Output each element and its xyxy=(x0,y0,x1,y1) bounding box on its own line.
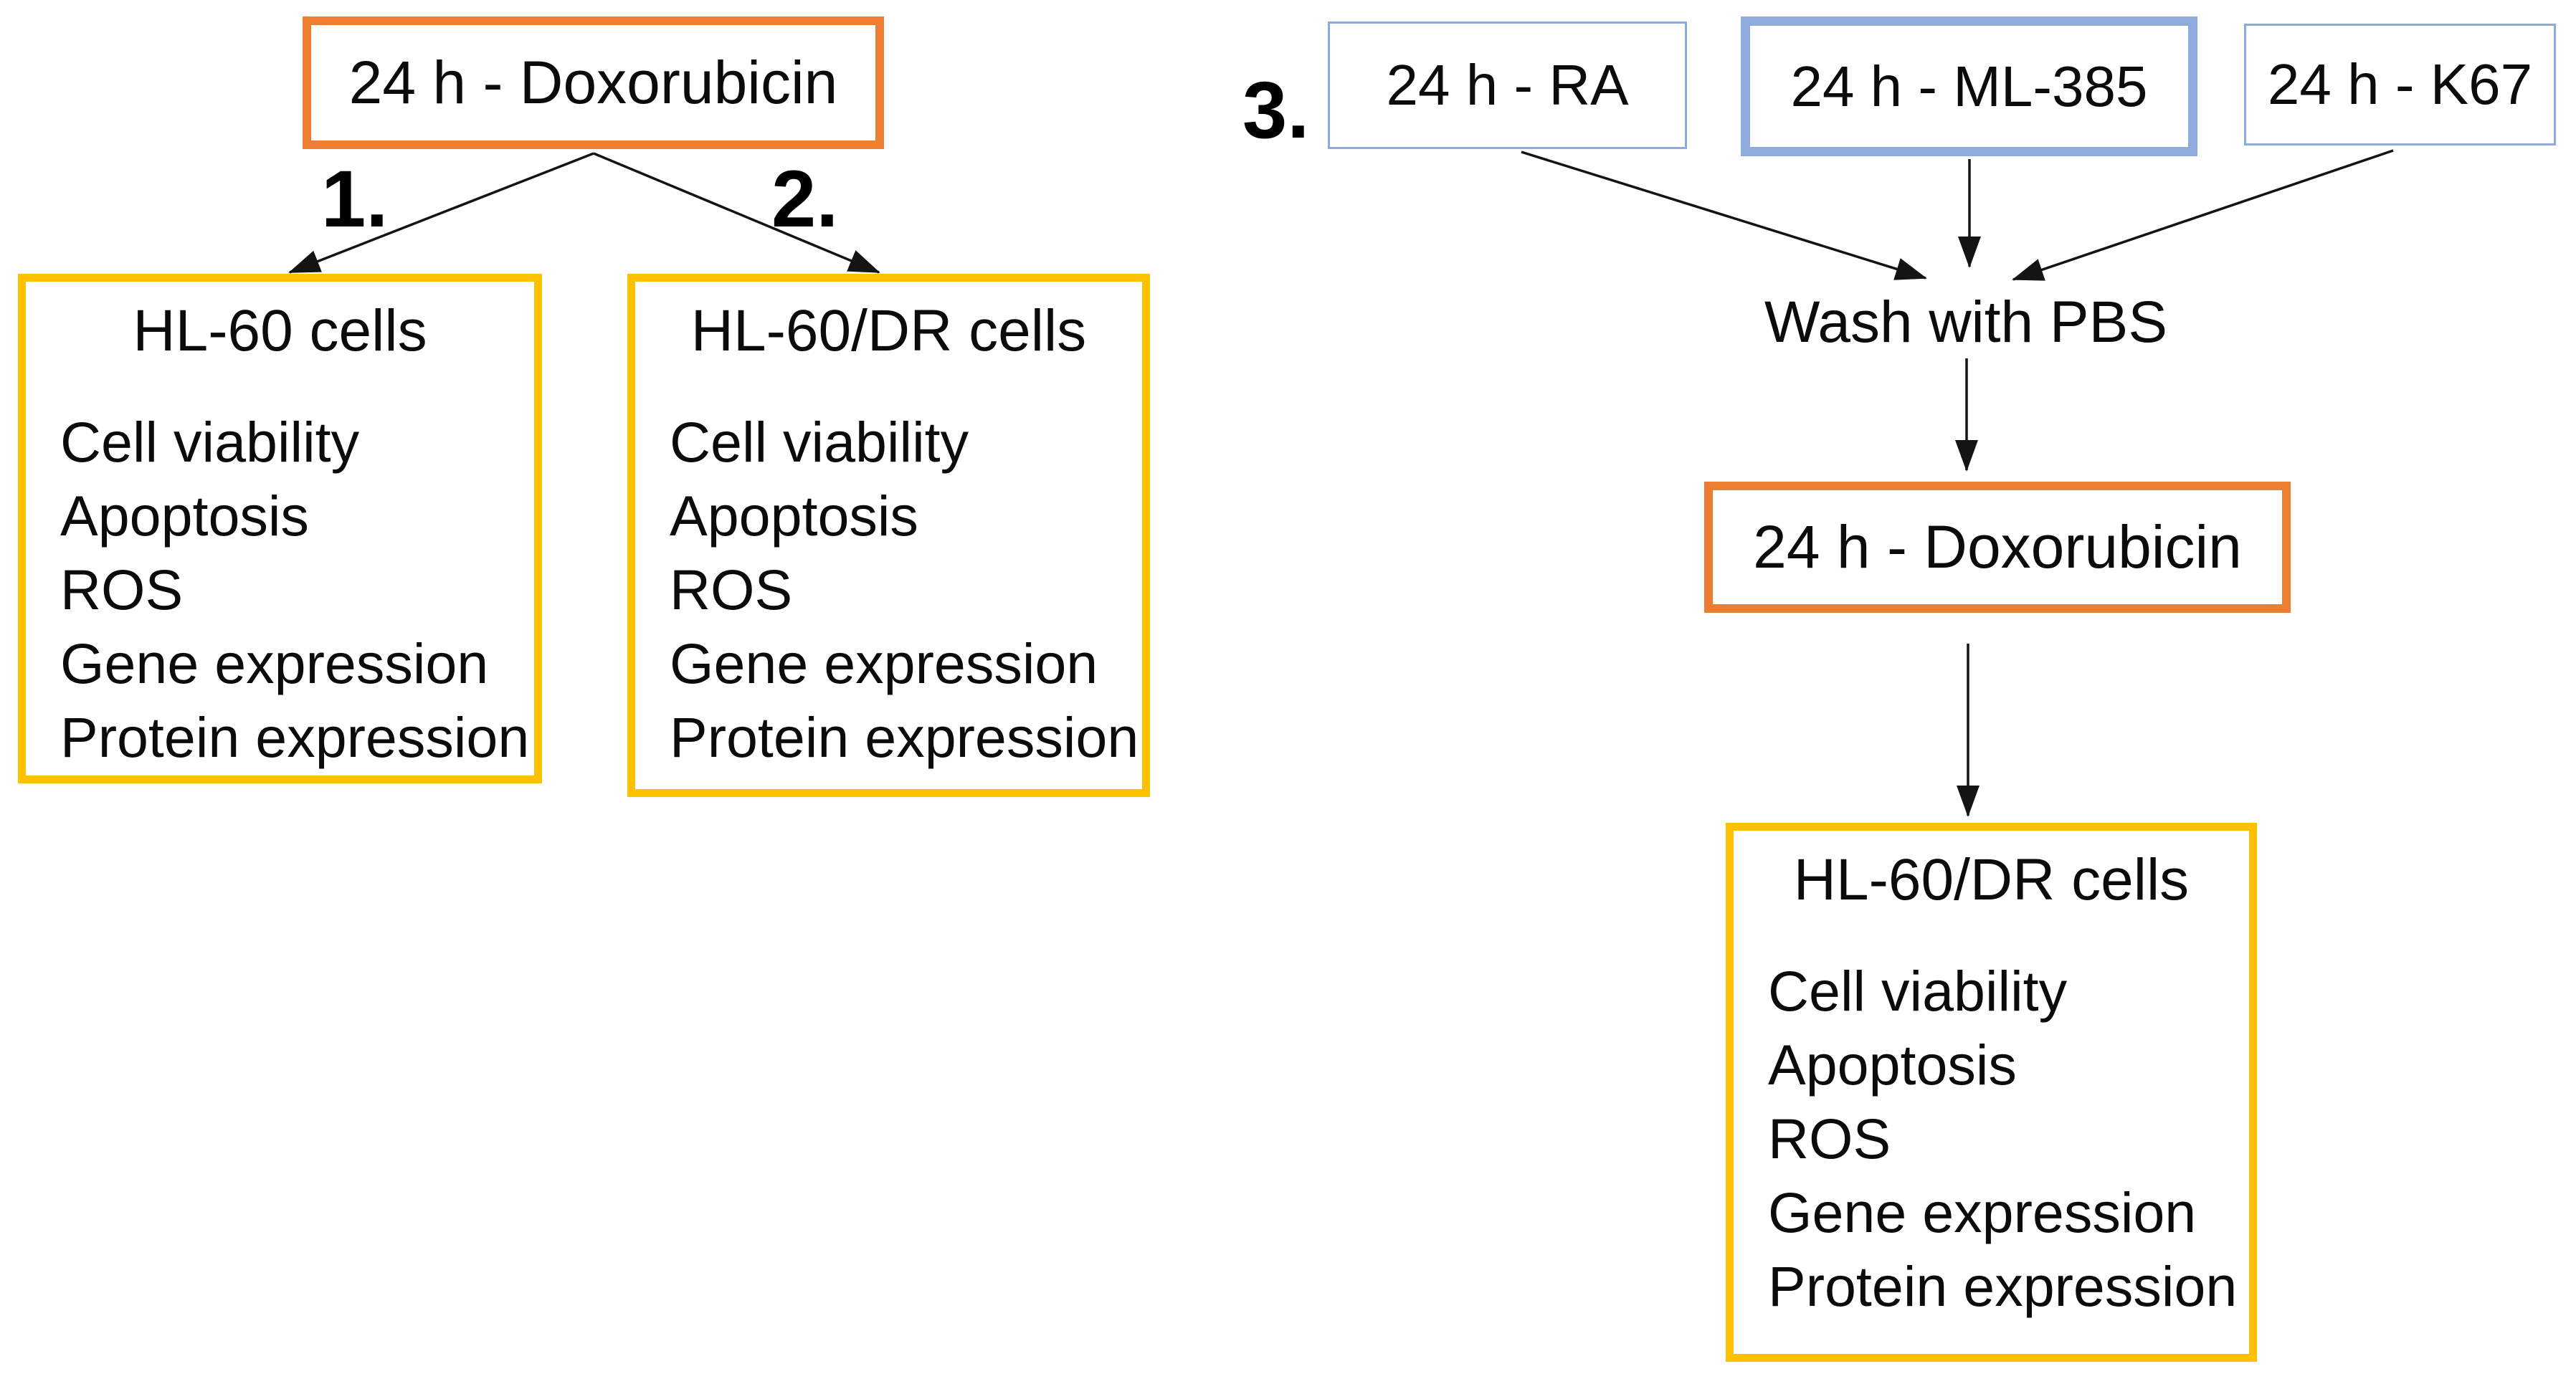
assay-item: Apoptosis xyxy=(1768,1033,2017,1097)
assay-item: Cell viability xyxy=(1768,959,2068,1023)
doxorubicin-treatment-label: 24 h - Doxorubicin xyxy=(348,49,838,116)
ml385-pretreatment-label: 24 h - ML-385 xyxy=(1790,54,2148,118)
k67-pretreatment-label: 24 h - K67 xyxy=(2267,52,2533,116)
step-1-label: 1. xyxy=(321,154,389,244)
assay-item: Cell viability xyxy=(670,410,969,474)
ml385-pretreatment-box: 24 h - ML-385 xyxy=(1741,16,2197,156)
ra-pretreatment-label: 24 h - RA xyxy=(1386,53,1629,117)
doxorubicin-treatment-label: 24 h - Doxorubicin xyxy=(1753,513,2242,581)
assay-item: Gene expression xyxy=(60,631,489,695)
hl60dr-cells-title: HL-60/DR cells xyxy=(1793,847,2190,912)
assay-item: Protein expression xyxy=(1768,1254,2238,1318)
assay-item: Cell viability xyxy=(60,410,360,474)
assay-item: Apoptosis xyxy=(60,484,309,548)
hl60dr-assay-list: Cell viability Apoptosis ROS Gene expres… xyxy=(1734,954,2249,1323)
arrow-k67-to-wash xyxy=(2012,149,2394,281)
assay-item: ROS xyxy=(670,558,793,621)
hl60dr-assay-list: Cell viability Apoptosis ROS Gene expres… xyxy=(635,405,1142,774)
hl60dr-cells-box-right: HL-60/DR cells Cell viability Apoptosis … xyxy=(1726,823,2257,1362)
assay-item: Protein expression xyxy=(60,705,530,769)
assay-item: Apoptosis xyxy=(670,484,918,548)
hl60dr-cells-box-left: HL-60/DR cells Cell viability Apoptosis … xyxy=(627,274,1150,797)
doxorubicin-treatment-box-right: 24 h - Doxorubicin xyxy=(1704,482,2291,613)
step-2-label: 2. xyxy=(771,154,839,244)
doxorubicin-treatment-box-left: 24 h - Doxorubicin xyxy=(303,16,884,149)
step-3-label: 3. xyxy=(1242,65,1310,155)
hl60-cells-box: HL-60 cells Cell viability Apoptosis ROS… xyxy=(18,274,542,783)
assay-item: Gene expression xyxy=(670,631,1098,695)
assay-item: Protein expression xyxy=(670,705,1139,769)
assay-item: Gene expression xyxy=(1768,1180,2197,1244)
hl60dr-cells-title: HL-60/DR cells xyxy=(690,298,1087,363)
arrow-ra-to-wash xyxy=(1521,151,1927,280)
wash-with-pbs-label: Wash with PBS xyxy=(1764,290,2168,355)
k67-pretreatment-box: 24 h - K67 xyxy=(2244,24,2556,145)
hl60-assay-list: Cell viability Apoptosis ROS Gene expres… xyxy=(26,405,534,774)
ra-pretreatment-box: 24 h - RA xyxy=(1328,22,1687,149)
hl60-cells-title: HL-60 cells xyxy=(133,298,427,363)
assay-item: ROS xyxy=(1768,1107,1891,1170)
assay-item: ROS xyxy=(60,558,184,621)
